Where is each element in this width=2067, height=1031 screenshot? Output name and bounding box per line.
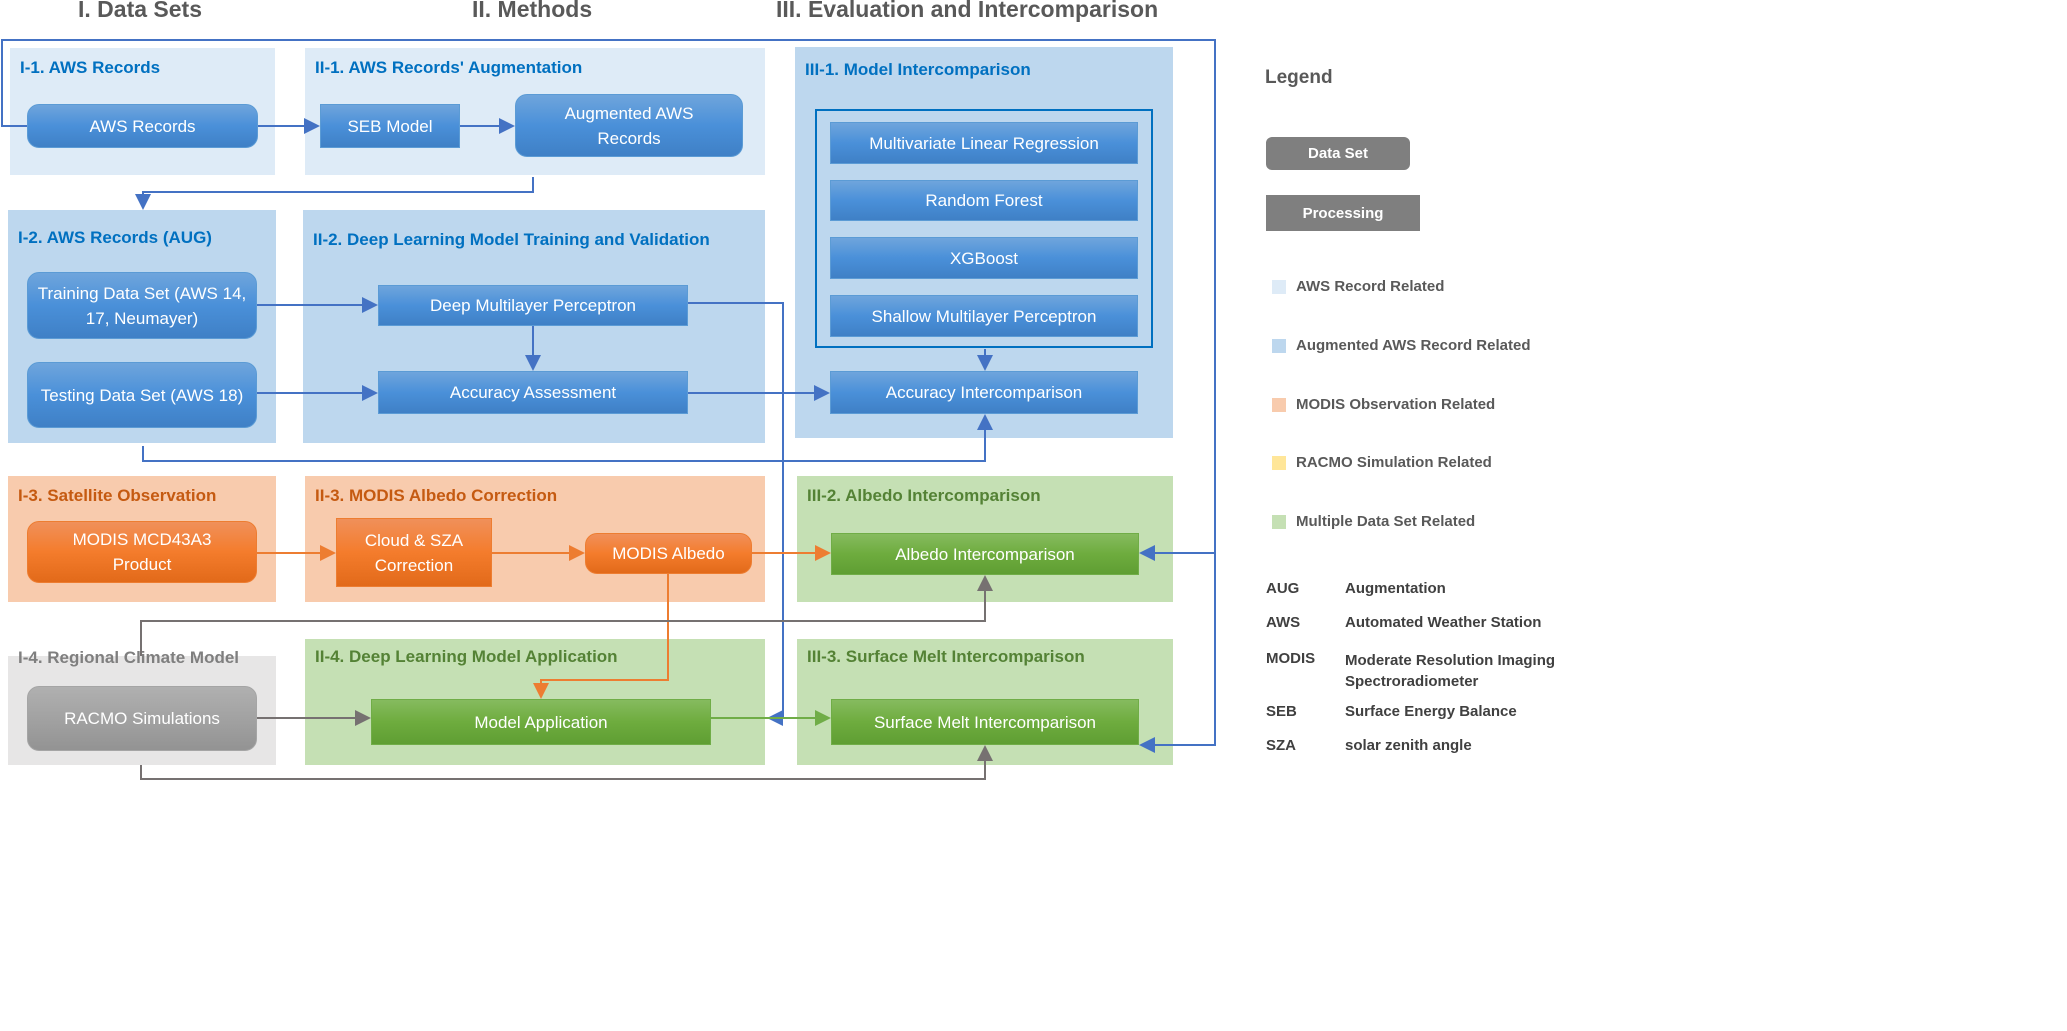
node-aws-records: AWS Records <box>27 104 258 148</box>
panel-title: I-3. Satellite Observation <box>18 486 217 505</box>
legend-data-set: Data Set <box>1266 137 1410 170</box>
abbr: SZA <box>1266 737 1296 754</box>
legend-label: AWS Record Related <box>1296 278 1445 295</box>
header-data-sets: I. Data Sets <box>78 0 202 22</box>
abbr-meaning: Augmentation <box>1345 580 1446 597</box>
legend-swatch <box>1272 398 1286 412</box>
legend-title: Legend <box>1265 67 1333 88</box>
node-augmented-aws-records: Augmented AWS Records <box>515 94 743 157</box>
node-modis-albedo: MODIS Albedo <box>585 533 752 574</box>
abbr: AWS <box>1266 614 1301 631</box>
node-cloud-sza-correction: Cloud & SZA Correction <box>336 518 492 587</box>
legend-label: Multiple Data Set Related <box>1296 513 1476 530</box>
panel-title: II-1. AWS Records' Augmentation <box>315 58 583 77</box>
panel-title: I-1. AWS Records <box>20 58 161 77</box>
panel-title: I-2. AWS Records (AUG) <box>18 228 212 247</box>
node-albedo-intercomparison: Albedo Intercomparison <box>831 533 1139 575</box>
panel-title: II-3. MODIS Albedo Correction <box>315 486 558 505</box>
legend-processing: Processing <box>1266 195 1420 231</box>
node-accuracy-assessment: Accuracy Assessment <box>378 371 688 414</box>
abbr-meaning: Surface Energy Balance <box>1345 703 1517 720</box>
node-mlr: Multivariate Linear Regression <box>830 122 1138 164</box>
legend-label: Augmented AWS Record Related <box>1296 337 1531 354</box>
panel-title: III-3. Surface Melt Intercomparison <box>807 647 1085 666</box>
header-evaluation: III. Evaluation and Intercomparison <box>776 0 1159 22</box>
abbr: SEB <box>1266 703 1297 720</box>
node-random-forest: Random Forest <box>830 180 1138 221</box>
abbr: AUG <box>1266 580 1300 597</box>
node-shallow-mlp: Shallow Multilayer Perceptron <box>830 295 1138 337</box>
panel-title: II-2. Deep Learning Model Training and V… <box>313 230 710 249</box>
panel-title: III-2. Albedo Intercomparison <box>807 486 1041 505</box>
node-surface-melt-intercomparison: Surface Melt Intercomparison <box>831 699 1139 745</box>
abbr-meaning: Moderate Resolution Imaging Spectroradio… <box>1345 652 1556 690</box>
node-modis-product: MODIS MCD43A3 Product <box>27 521 257 583</box>
node-racmo-simulations: RACMO Simulations <box>27 686 257 751</box>
legend-swatch <box>1272 280 1286 294</box>
node-training-data-set: Training Data Set (AWS 14, 17, Neumayer) <box>27 272 257 339</box>
node-accuracy-intercomparison: Accuracy Intercomparison <box>830 371 1138 414</box>
node-deep-mlp: Deep Multilayer Perceptron <box>378 285 688 326</box>
header-methods: II. Methods <box>472 0 593 22</box>
panel-title: III-1. Model Intercomparison <box>805 60 1031 79</box>
abbr-meaning: solar zenith angle <box>1345 737 1472 754</box>
abbr: MODIS <box>1266 650 1316 667</box>
node-model-application: Model Application <box>371 699 711 745</box>
legend-swatch <box>1272 456 1286 470</box>
legend-swatch <box>1272 515 1286 529</box>
node-seb-model: SEB Model <box>320 104 460 148</box>
legend-label: MODIS Observation Related <box>1296 396 1496 413</box>
panel-title: I-4. Regional Climate Model <box>18 648 240 667</box>
node-xgboost: XGBoost <box>830 237 1138 279</box>
arrow-aug-to-i2 <box>135 177 534 210</box>
legend-label: RACMO Simulation Related <box>1296 454 1492 471</box>
node-testing-data-set: Testing Data Set (AWS 18) <box>27 362 257 428</box>
panel-title: II-4. Deep Learning Model Application <box>315 647 618 666</box>
abbr-meaning: Automated Weather Station <box>1345 614 1542 631</box>
legend-swatch <box>1272 339 1286 353</box>
